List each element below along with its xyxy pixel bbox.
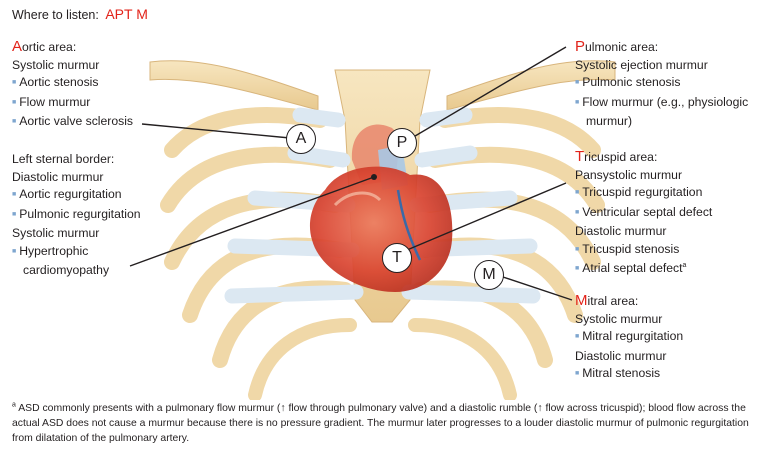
left-ribs: [160, 107, 364, 400]
pulmonic-item-cont: murmur): [586, 114, 633, 128]
pulmonic-area-title: Pulmonic area:: [575, 38, 659, 55]
sternal-border-dot: [371, 174, 377, 180]
mitral-area-title: Mitral area:: [575, 292, 639, 309]
tricuspid-item: Tricuspid stenosis: [575, 241, 712, 261]
marker-pulmonic: P: [387, 128, 417, 158]
tricuspid-item: Atrial septal defecta: [575, 260, 712, 280]
marker-tricuspid: T: [382, 243, 412, 273]
pulmonic-area-block: Pulmonic area: Systolic ejection murmur …: [575, 38, 748, 131]
marker-mitral: M: [474, 260, 504, 290]
left-sternal-item: Aortic regurgitation: [12, 186, 141, 206]
footnote-text: ASD commonly presents with a pulmonary f…: [12, 403, 749, 445]
left-sternal-systolic: Systolic murmur: [12, 226, 100, 240]
tricuspid-area-title: Tricuspid area:: [575, 148, 658, 165]
heart: [309, 166, 453, 292]
mitral-diastolic: Diastolic murmur: [575, 348, 667, 363]
marker-aortic-label: A: [295, 130, 307, 147]
pulmonic-item: Flow murmur (e.g., physiologic: [575, 94, 748, 114]
tricuspid-area-block: Tricuspid area: Pansystolic murmur Tricu…: [575, 148, 712, 280]
coronary-artery: [396, 189, 422, 261]
tricuspid-item: Tricuspid regurgitation: [575, 184, 712, 204]
mitral-item: Mitral stenosis: [575, 365, 683, 385]
right-ribs: [401, 107, 605, 400]
marker-aortic: A: [286, 124, 316, 154]
aortic-area-block: Aortic area: Systolic murmur Aortic sten…: [12, 38, 133, 133]
pulmonic-murmur-type: Systolic ejection murmur: [575, 57, 708, 72]
tricuspid-systolic: Pansystolic murmur: [575, 167, 683, 182]
left-sternal-diastolic: Diastolic murmur: [12, 169, 104, 184]
pulmonic-item: Pulmonic stenosis: [575, 74, 748, 94]
marker-pulmonic-label: P: [396, 134, 408, 151]
tricuspid-diastolic: Diastolic murmur: [575, 224, 667, 238]
aortic-area-title: Aortic area:: [12, 38, 77, 55]
mitral-area-block: Mitral area: Systolic murmur Mitral regu…: [575, 292, 683, 385]
left-sternal-border-block: Left sternal border: Diastolic murmur Ao…: [12, 151, 141, 280]
footnote-marker: a: [682, 261, 687, 269]
marker-mitral-label: M: [482, 266, 496, 283]
title-prefix: Where to listen:: [12, 8, 103, 22]
mnemonic: APT M: [105, 6, 148, 22]
left-clavicle: [149, 60, 319, 111]
aortic-murmur-type: Systolic murmur: [12, 57, 100, 72]
marker-tricuspid-label: T: [392, 249, 402, 266]
heart-highlight: [333, 191, 382, 207]
aortic-item: Aortic valve sclerosis: [12, 113, 133, 133]
page-title: Where to listen: APT M: [12, 6, 148, 22]
left-sternal-item-cont: cardiomyopathy: [23, 263, 110, 277]
leader-lines: [129, 46, 573, 301]
left-sternal-item: Hypertrophic: [12, 243, 141, 263]
tricuspid-item: Ventricular septal defect: [575, 204, 712, 224]
left-sternal-title: Left sternal border:: [12, 152, 115, 166]
aortic-item: Flow murmur: [12, 94, 133, 114]
mitral-item: Mitral regurgitation: [575, 328, 683, 348]
aortic-item: Aortic stenosis: [12, 74, 133, 94]
mitral-systolic: Systolic murmur: [575, 311, 663, 326]
footnote: a ASD commonly presents with a pulmonary…: [12, 401, 754, 447]
left-sternal-item: Pulmonic regurgitation: [12, 206, 140, 226]
footnote-sup: a: [12, 401, 16, 409]
